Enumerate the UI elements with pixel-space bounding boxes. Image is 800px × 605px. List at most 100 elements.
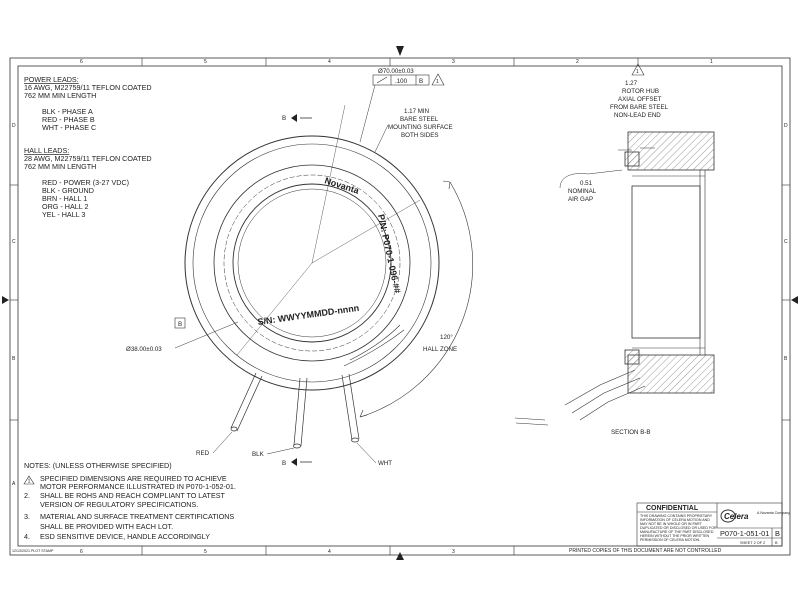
inner-dia-text: Ø38.00±0.03 [126, 346, 162, 353]
hall-leads-line: RED - POWER (3-27 VDC) [42, 178, 129, 187]
fcf-datum: B [419, 78, 423, 85]
power-leads-line: 16 AWG, M22759/11 TEFLON COATED [24, 83, 152, 92]
centering-marks [2, 46, 798, 560]
zone-row-label: A [12, 481, 16, 487]
fcf-tolerance: .100 [395, 78, 408, 85]
note-line: MATERIAL AND SURFACE TREATMENT CERTIFICA… [40, 512, 234, 521]
title-block [636, 502, 783, 547]
zone-col-label: 5 [204, 59, 207, 65]
legal-line: INFORMATION OF CELERA MOTION AND [640, 518, 710, 522]
hall-zone-label: 120° HALL ZONE [423, 334, 457, 353]
note-line: 1.27 [625, 80, 638, 87]
hall-leads-block: HALL LEADS: 28 AWG, M22759/11 TEFLON COA… [24, 146, 152, 219]
zone-row-label: D [12, 123, 16, 129]
note-line: MOUNTING SURFACE [388, 124, 453, 131]
legal-line: THIS DRAWING CONTAINS PROPRIETARY [640, 514, 713, 518]
bore-inner-circle [237, 188, 387, 338]
notes-block: NOTES: (UNLESS OTHERWISE SPECIFIED) 1 SP… [23, 461, 236, 541]
zone-col-label: 4 [328, 59, 331, 65]
note-line: 1.17 MIN [404, 108, 429, 115]
note-line: NON-LEAD END [614, 112, 661, 119]
power-leads-heading: POWER LEADS: [24, 75, 79, 84]
ring-labels: Novanta P/N: P070-1-096-## S/N: WWYYMMDD… [257, 175, 403, 327]
hall-zone-angle: 120° [440, 334, 453, 341]
section-mark-bottom: B [282, 460, 286, 467]
drawing-number: P070-1-051-01 [720, 529, 769, 538]
lead-wht-label: WHT [378, 460, 392, 467]
zone-row-label: C [12, 239, 16, 245]
zone-col-label: 3 [452, 59, 455, 65]
title-block-text: CONFIDENTIAL THIS DRAWING CONTAINS PROPR… [640, 505, 790, 545]
printed-copies-notice: PRINTED COPIES OF THIS DOCUMENT ARE NOT … [569, 548, 722, 554]
outer-diameter-callout: Ø70.00±0.03 .100 B 1 [359, 68, 445, 143]
note-line: SHALL BE ROHS AND REACH COMPLIANT TO LAT… [40, 491, 226, 500]
power-leads-line: 762 MM MIN LENGTH [24, 91, 96, 100]
power-leads-block: POWER LEADS: 16 AWG, M22759/11 TEFLON CO… [24, 75, 152, 132]
power-leads-line: BLK - PHASE A [42, 107, 93, 116]
note-line: 0.51 [580, 180, 593, 187]
zone-col-label: 1 [710, 59, 713, 65]
brand-label: Novanta [323, 175, 361, 196]
legal-line: PERMISSION OF CELERA MOTION. [640, 538, 700, 542]
bare-steel-note: 1.17 MIN BARE STEEL MOUNTING SURFACE BOT… [374, 108, 453, 153]
note-number: 2. [24, 491, 30, 500]
company-name: Celera [724, 512, 749, 521]
front-view [184, 104, 473, 418]
zone-row-label: B [784, 356, 788, 362]
hall-leads-heading: HALL LEADS: [24, 146, 69, 155]
note-line: AIR GAP [568, 196, 593, 203]
legal-line: HEREIN WITHOUT THE PRIOR WRITTEN [640, 534, 710, 538]
company-sub: A Novanta Company [757, 511, 790, 515]
note-number: 4. [24, 532, 30, 541]
stator-outer-circle [184, 135, 440, 391]
zone-col-label: 5 [204, 549, 207, 555]
hall-leads-line: BRN - HALL 1 [42, 194, 87, 203]
note-line: ROTOR HUB [622, 88, 659, 95]
flag-note: 1 [636, 69, 639, 75]
note-line: AXIAL OFFSET [618, 96, 662, 103]
hall-leads-line: 762 MM MIN LENGTH [24, 162, 96, 171]
section-title: SECTION B-B [611, 429, 651, 436]
note-line: NOMINAL [568, 188, 597, 195]
hall-leads-line: BLK - GROUND [42, 186, 94, 195]
lead-wires [230, 372, 360, 449]
legal-line: MANUFACTURE OF THE PART DISCLOSED [640, 530, 714, 534]
confidential-label: CONFIDENTIAL [646, 505, 699, 512]
power-leads-line: WHT - PHASE C [42, 123, 96, 132]
flag-note: 1 [436, 79, 439, 85]
bore-circle [232, 183, 392, 343]
hall-leads-line: ORG - HALL 2 [42, 202, 88, 211]
note-line: ESD SENSITIVE DEVICE, HANDLE ACCORDINGLY [40, 532, 210, 541]
zone-col-label: 3 [452, 549, 455, 555]
hall-leads-line: YEL - HALL 3 [42, 210, 85, 219]
lead-blk-label: BLK [252, 451, 265, 458]
legal-line: MAY NOT BE IN WHOLE OR IN PART [640, 522, 703, 526]
zone-col-label: 6 [80, 549, 83, 555]
stator-outer-chamfer [192, 143, 432, 383]
zone-col-label: 2 [576, 59, 579, 65]
slot-ring [223, 174, 401, 352]
hall-leads-line: 28 AWG, M22759/11 TEFLON COATED [24, 154, 152, 163]
inner-diameter-callout: B Ø38.00±0.03 [126, 317, 239, 353]
note-line: SHALL BE PROVIDED WITH EACH LOT. [40, 522, 173, 531]
note-number: 1 [28, 479, 31, 485]
zone-row-label: C [784, 239, 788, 245]
part-number-label: P/N: P070-1-096-## [376, 213, 403, 294]
zone-labels: 6 5 4 3 2 1 6 5 4 3 D C B A D C B [12, 59, 788, 555]
note-line: MOTOR PERFORMANCE ILLUSTRATED IN P070-1-… [40, 482, 236, 491]
note-line: VERSION OF REGULATORY SPECIFICATIONS. [40, 500, 198, 509]
note-line: BARE STEEL [400, 116, 439, 123]
revision: B [775, 529, 780, 538]
lead-red-label: RED [196, 450, 210, 457]
zone-col-label: 4 [328, 549, 331, 555]
plot-stamp: 12/13/2021 PLOT STAMP [12, 549, 54, 553]
sheet-count: B [775, 541, 778, 545]
note-line: SPECIFIED DIMENSIONS ARE REQUIRED TO ACH… [40, 474, 227, 483]
section-mark-top: B [282, 115, 286, 122]
hall-zone-text: HALL ZONE [423, 346, 457, 353]
power-leads-line: RED - PHASE B [42, 115, 95, 124]
zone-row-label: D [784, 123, 788, 129]
lead-labels: RED BLK WHT [196, 431, 392, 467]
section-b-b-label: SECTION B-B [611, 429, 651, 436]
